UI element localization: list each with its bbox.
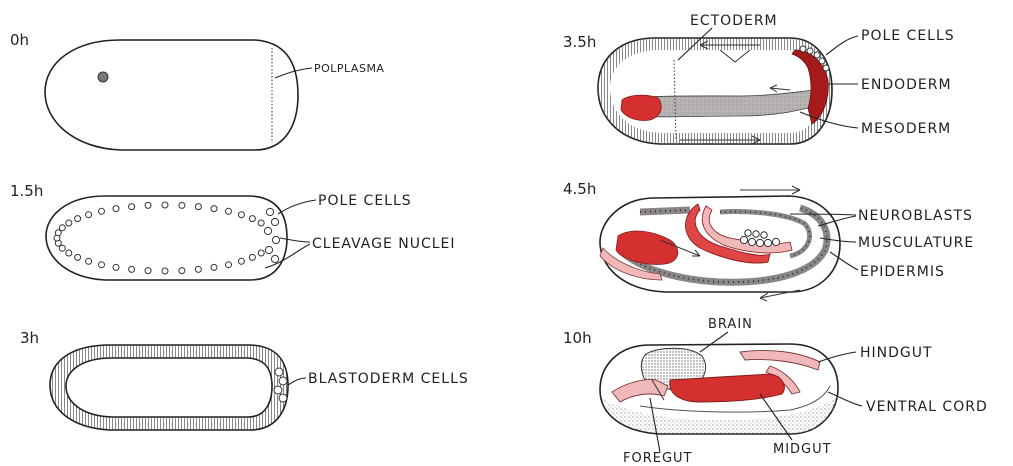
panel-3h: 3h BLASTODERM CELLS [20, 329, 469, 430]
cleavage-nucleus [99, 262, 105, 268]
cleavage-nucleus [179, 202, 185, 208]
blastoderm-layer [50, 345, 288, 430]
label-blastoderm-cells: BLASTODERM CELLS [308, 371, 469, 387]
cleavage-nucleus [86, 258, 92, 264]
time-label-3-5h: 3.5h [563, 33, 596, 51]
cleavage-nucleus [179, 268, 185, 274]
cleavage-nuclei [54, 202, 264, 274]
time-label-0h: 0h [10, 31, 29, 49]
label-midgut: MIDGUT [773, 442, 832, 457]
time-label-10h: 10h [563, 329, 592, 347]
leader-pole-cells-1-5h [278, 200, 316, 214]
cleavage-nucleus [211, 264, 217, 270]
label-polplasma: POLPLASMA [314, 62, 384, 75]
cleavage-nucleus [249, 254, 255, 260]
cleavage-nucleus [162, 202, 168, 208]
time-label-4-5h: 4.5h [563, 180, 596, 198]
label-brain: BRAIN [708, 317, 753, 332]
cleavage-nucleus [99, 208, 105, 214]
cleavage-nucleus [129, 204, 135, 210]
cleavage-nucleus [129, 266, 135, 272]
cleavage-nucleus [66, 250, 72, 256]
panel-10h: 10h BRAIN HINDGUT VENTRAL CORD FOREGUT M… [563, 317, 988, 466]
cleavage-nucleus [195, 266, 201, 272]
egg-outline-0h [45, 40, 298, 150]
cleavage-nucleus [75, 254, 81, 260]
cleavage-nucleus [226, 262, 232, 268]
panel-1-5h: 1.5h POLE CELLS CLEAVAGE NUCLEI [10, 182, 456, 280]
cleavage-nucleus [258, 220, 264, 226]
cleavage-nucleus [113, 206, 119, 212]
cleavage-nucleus [238, 212, 244, 218]
cleavage-nucleus [238, 258, 244, 264]
label-mesoderm: MESODERM [861, 121, 951, 137]
panel-4-5h: 4.5h [563, 180, 974, 301]
cleavage-nucleus [258, 250, 264, 256]
cleavage-nucleus [226, 208, 232, 214]
label-endoderm: ENDODERM [861, 77, 952, 93]
time-label-1-5h: 1.5h [10, 182, 43, 200]
leader-blastoderm [288, 378, 306, 385]
label-epidermis: EPIDERMIS [860, 264, 945, 280]
leader-cleavage-nuclei-a [280, 238, 310, 242]
label-hindgut: HINDGUT [860, 345, 933, 361]
pole-cells-1-5h [264, 208, 279, 262]
panel-0h: 0h POLPLASMA [10, 31, 384, 150]
leader-polplasma [275, 68, 312, 78]
cleavage-nucleus [195, 204, 201, 210]
nucleus [98, 72, 108, 82]
label-ventral-cord: VENTRAL CORD [866, 399, 988, 415]
cleavage-nucleus [75, 216, 81, 222]
cleavage-nucleus [86, 212, 92, 218]
cleavage-nucleus [145, 268, 151, 274]
panel-3-5h: 3.5h ECTODERM [563, 13, 955, 144]
time-label-3h: 3h [20, 329, 39, 347]
label-foregut: FOREGUT [623, 451, 693, 466]
cleavage-nucleus [113, 264, 119, 270]
label-pole-cells-1-5h: POLE CELLS [318, 193, 412, 209]
label-ectoderm: ECTODERM [690, 13, 778, 29]
label-cleavage-nuclei: CLEAVAGE NUCLEI [312, 236, 456, 252]
cleavage-nucleus [66, 220, 72, 226]
cleavage-nucleus [249, 216, 255, 222]
egg-outline-1-5h [46, 196, 287, 280]
label-neuroblasts: NEUROBLASTS [858, 208, 973, 224]
cleavage-nucleus [145, 202, 151, 208]
cleavage-nucleus [59, 225, 65, 231]
leader-pole-cells-3-5h [826, 36, 858, 55]
cleavage-nucleus [162, 268, 168, 274]
label-pole-cells-3-5h: POLE CELLS [861, 28, 955, 44]
label-musculature: MUSCULATURE [858, 235, 974, 251]
cleavage-nucleus [211, 206, 217, 212]
